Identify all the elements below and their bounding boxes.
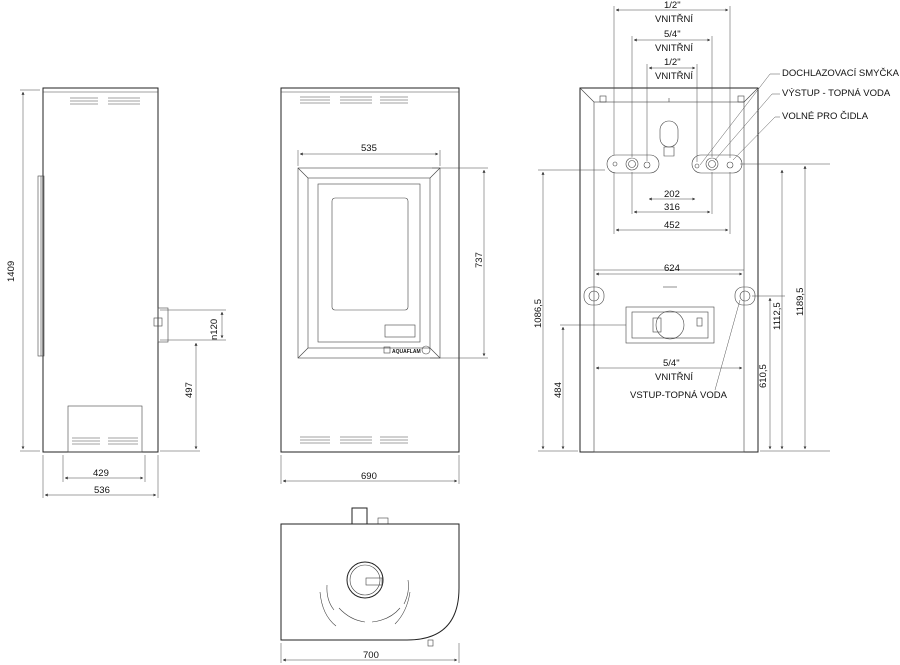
dim-half-top: 1/2" [664, 0, 681, 11]
dim-1086: 1086,5 [533, 299, 544, 328]
top-view: 700 [280, 507, 460, 663]
top-vent-arcs [319, 579, 411, 627]
dim-536: 536 [94, 485, 110, 496]
front-glass-frame [317, 183, 421, 343]
dim-452: 452 [664, 220, 680, 231]
rear-flue-box [625, 306, 715, 344]
label-vystup: VÝSTUP - TOPNÁ VODA [782, 88, 891, 99]
dim-11895: 1189,5 [795, 288, 806, 316]
top-outline [280, 523, 460, 641]
front-knob-icon [421, 345, 431, 355]
top-flue-stub [351, 507, 368, 525]
front-door-outer [297, 167, 441, 359]
dim-737: 737 [474, 252, 485, 268]
front-door-inner [307, 177, 431, 349]
dim-202: 202 [664, 189, 680, 200]
label-vstup: VSTUP-TOPNÁ VODA [630, 390, 728, 401]
dim-54-top-sub: VNITŘNÍ [655, 43, 693, 54]
dim-624: 624 [664, 263, 680, 274]
side-top-vents [70, 97, 140, 105]
front-bottom-vents [300, 436, 408, 444]
dim-half-top-sub: VNITŘNÍ [655, 14, 693, 25]
dim-690: 690 [361, 471, 377, 482]
dim-484: 484 [553, 382, 564, 398]
front-glass [331, 197, 409, 311]
dim-54-top: 5/4" [664, 29, 681, 40]
label-volne: VOLNÉ PRO ČIDLA [782, 111, 869, 122]
dim-535: 535 [361, 143, 377, 154]
front-top-vents [300, 96, 408, 104]
side-body [42, 87, 159, 453]
dim-316: 316 [664, 202, 680, 213]
dim-54-bottom-sub: VNITŘNÍ [655, 372, 693, 383]
rear-bottom-pipes [583, 286, 756, 306]
dim-half-mid-sub: VNITŘNÍ [655, 71, 693, 82]
label-dochlazovaci: DOCHLAZOVACÍ SMYČKA [782, 68, 900, 79]
side-lower-panel [67, 405, 143, 453]
dim-half-mid: 1/2" [664, 57, 681, 68]
top-flue-outlet [346, 561, 384, 599]
dim-54-bottom: 5/4" [663, 358, 680, 369]
dim-11125: 1112,5 [772, 302, 783, 330]
rear-flue-outlet [655, 310, 685, 340]
front-brand: AQUAFLAM [392, 349, 421, 355]
rear-left-pipes [606, 154, 660, 174]
front-view: AQUAFLAM 535 737 690 [280, 87, 488, 484]
side-bottom-vents [72, 437, 138, 445]
dim-429: 429 [93, 468, 109, 479]
dim-6105: 610,5 [758, 364, 769, 388]
side-flue-connector [157, 307, 169, 343]
dim-497: 497 [184, 382, 195, 398]
side-view: 1409 n120 497 429 536 [6, 87, 226, 498]
rear-flue-oval [659, 120, 679, 148]
front-handle [384, 324, 416, 338]
front-body [280, 87, 460, 453]
dim-700: 700 [363, 650, 379, 661]
dim-1409: 1409 [6, 261, 17, 282]
rear-view: 1/2" VNITŘNÍ 5/4" VNITŘNÍ 1/2" VNITŘNÍ D… [533, 0, 900, 453]
dim-n120: n120 [209, 319, 220, 340]
